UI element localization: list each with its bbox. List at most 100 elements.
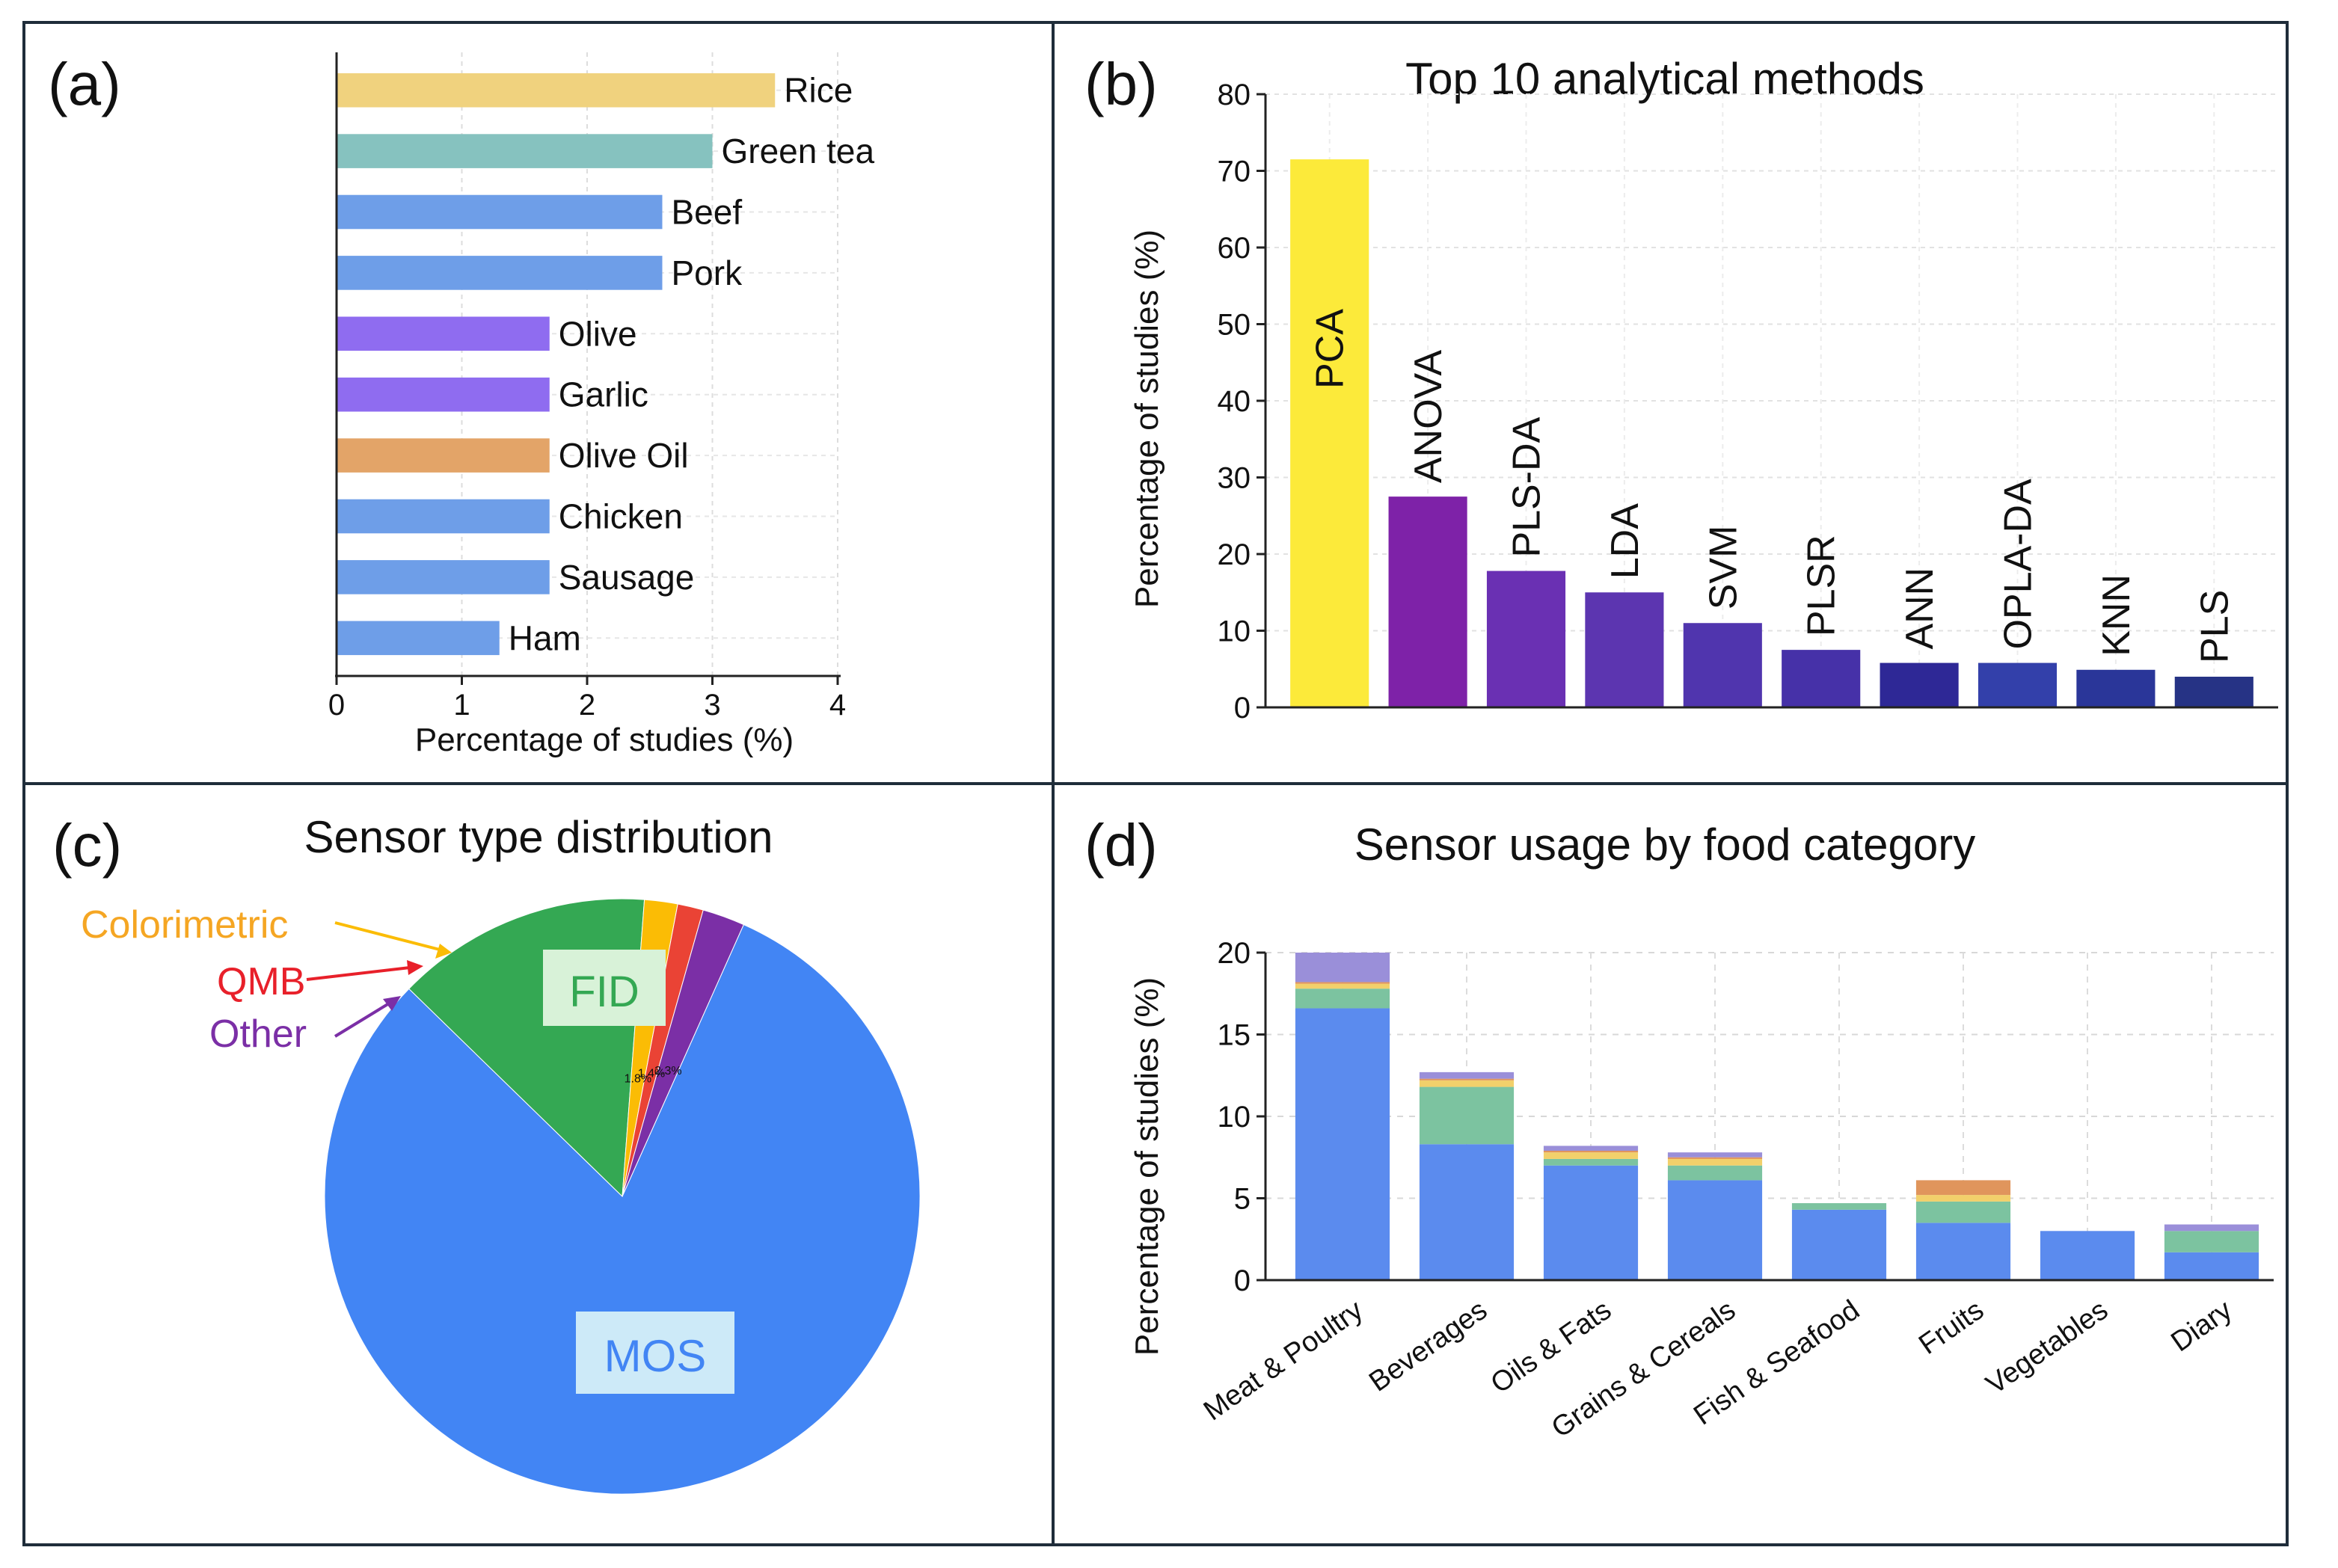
chart-c-slice-value: 1.4% [638, 1068, 665, 1080]
chart-d-bars [1295, 953, 2259, 1280]
pie-annotation-arrows [306, 921, 452, 1038]
chart-b-bar [1290, 159, 1369, 707]
chart-d-bar-segment [1295, 989, 1390, 1009]
chart-d-bar-segment [2040, 1231, 2135, 1280]
chart-b-bar-label: ANOVA [1407, 350, 1450, 484]
chart-a-x-label: Percentage of studies (%) [415, 722, 794, 758]
other-arrowhead [383, 996, 401, 1011]
chart-b-tick-label: 60 [1218, 232, 1251, 265]
chart-b-bars [1290, 159, 2253, 707]
mos-label: MOS [604, 1331, 707, 1381]
chart-d-category-label: Meat & Poultry [1198, 1294, 1369, 1427]
chart-b-bar [2174, 677, 2253, 707]
chart-d-bar-segment [2164, 1224, 2259, 1232]
chart-b-tick-label: 20 [1218, 538, 1251, 571]
chart-a-bar [337, 560, 550, 594]
chart-c-title: Sensor type distribution [304, 812, 773, 862]
chart-a-bars [337, 73, 776, 656]
panel-d-frame [1052, 782, 2289, 1546]
chart-d-bar-segment [1543, 1150, 1639, 1153]
panel-label-b: (b) [1084, 51, 1158, 117]
chart-b-bar [1585, 592, 1664, 707]
chart-d-bar-segment [1915, 1223, 2011, 1280]
chart-a-bar-label: Beef [672, 193, 743, 232]
chart-b-tick-label: 80 [1218, 79, 1251, 111]
chart-d-bar-segment [2164, 1231, 2259, 1252]
chart-a-bar-label: Green tea [722, 132, 875, 170]
chart-b-bar [1782, 650, 1861, 707]
chart-b-tick-label: 70 [1218, 156, 1251, 188]
chart-c-slice-value: 2.3% [654, 1065, 681, 1077]
other-label: Other [209, 1012, 307, 1056]
chart-d-bar-segment [1419, 1086, 1515, 1145]
chart-a-bar-label: Pork [672, 253, 743, 292]
chart-a-bar [337, 73, 776, 108]
chart-a-bar-label: Sausage [559, 558, 695, 597]
panel-label-c: (c) [52, 812, 122, 879]
chart-d-bar-segment [1915, 1195, 2011, 1202]
chart-d-bar-segment [1667, 1165, 1763, 1181]
chart-d-bar-segment [1543, 1165, 1639, 1280]
chart-b-bar-label: LDA [1604, 503, 1647, 579]
chart-a-tick-label: 1 [453, 689, 470, 722]
chart-b-bar-label: KNN [2095, 574, 2138, 657]
chart-b-bar-label: PLSR [1800, 535, 1844, 636]
panel-label-d: (d) [1084, 812, 1158, 879]
chart-d-category-label: Beverages [1363, 1294, 1493, 1398]
chart-a-bar-label: Olive Oil [559, 436, 689, 475]
chart-b-bar-label: PLS [2193, 590, 2236, 663]
chart-d-bar-segment [1791, 1209, 1887, 1280]
chart-a-tick-label: 4 [829, 689, 846, 722]
chart-d-bar-segment [1667, 1152, 1763, 1157]
qmb-label: QMB [217, 960, 305, 1003]
chart-d-category-label: Diary [2165, 1294, 2238, 1358]
chart-a-tick-label: 2 [579, 689, 595, 722]
chart-b-bar [2076, 669, 2156, 707]
chart-d-bar-segment [1915, 1180, 2011, 1196]
fid-label: FID [569, 968, 639, 1016]
chart-d-tick-label: 5 [1234, 1183, 1251, 1216]
chart-d-bar-segment [1419, 1144, 1515, 1280]
qmb-arrow [306, 966, 411, 981]
chart-a-bar [337, 134, 713, 168]
chart-a-bar-label: Ham [509, 618, 581, 657]
chart-b-title: Top 10 analytical methods [1405, 54, 1924, 104]
chart-d-y-label: Percentage of studies (%) [1129, 977, 1165, 1356]
chart-b-bar [1978, 662, 2058, 707]
chart-d-bar-segment [1543, 1158, 1639, 1166]
chart-b-tick-label: 40 [1218, 385, 1251, 418]
colorimetric-label: Colorimetric [81, 903, 288, 947]
chart-d-bar-segment [1295, 982, 1390, 984]
colorimetric-arrow [334, 921, 441, 951]
chart-d-bar-segment [1419, 1080, 1515, 1087]
chart-d-bar-segment [1295, 953, 1390, 983]
chart-b-bar-label: PCA [1309, 309, 1352, 389]
chart-d-bar-segment [1543, 1146, 1639, 1151]
chart-b-bar-label: ANN [1898, 568, 1942, 650]
chart-d-bar-segment [1295, 983, 1390, 989]
chart-a-bar-label: Rice [784, 71, 853, 110]
chart-d-bar-segment [1791, 1203, 1887, 1210]
chart-a-bar [337, 621, 500, 656]
chart-d-bar-segment [1667, 1157, 1763, 1159]
chart-b: Top 10 analytical methods PCAANOVAPLS-DA… [1129, 54, 2278, 725]
chart-c-slice [324, 923, 921, 1495]
chart-a-bar [337, 316, 550, 351]
chart-b-tick-label: 0 [1234, 692, 1251, 725]
chart-d-bar-segment [2164, 1252, 2259, 1280]
chart-d-tick-label: 15 [1218, 1019, 1251, 1052]
chart-b-tick-label: 10 [1218, 615, 1251, 648]
panel-frames [22, 21, 2289, 1546]
chart-d-category-label: Fruits [1913, 1294, 1989, 1361]
chart-a-bar-label: Chicken [559, 497, 683, 536]
chart-d-tick-label: 10 [1218, 1101, 1251, 1134]
chart-a-bar-label: Garlic [559, 375, 648, 414]
chart-d-bar-segment [1543, 1152, 1639, 1159]
